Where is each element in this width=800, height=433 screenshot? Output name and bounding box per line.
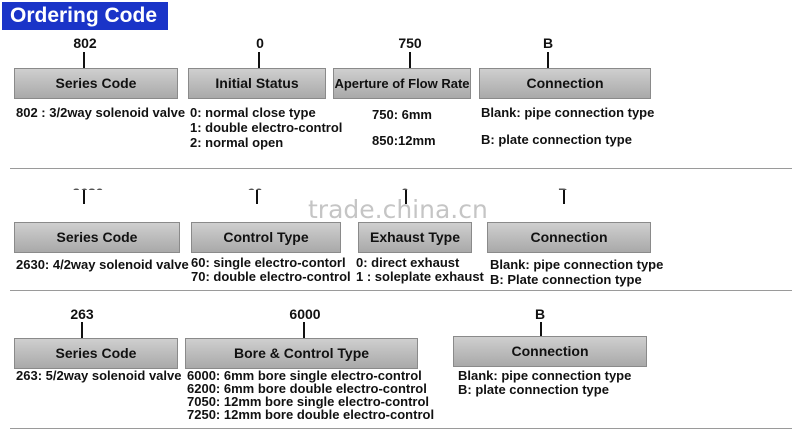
series-code-header: Series Code bbox=[14, 338, 178, 369]
section-divider bbox=[10, 428, 792, 429]
code-connector bbox=[83, 190, 85, 204]
exhaust-type-value: 0 bbox=[390, 185, 420, 190]
bore-control-value: 6000 bbox=[289, 306, 321, 322]
section-divider bbox=[10, 168, 792, 169]
series-code-value: 802 bbox=[73, 35, 97, 51]
bore-option: 6200: 6mm bore double electro-control bbox=[187, 381, 427, 396]
control-type-value: 60 bbox=[230, 185, 280, 190]
bore-option: 6000: 6mm bore single electro-control bbox=[187, 368, 422, 383]
series-description: 2630: 4/2way solenoid valve bbox=[16, 257, 189, 272]
connection-value: B bbox=[542, 35, 554, 51]
status-option: 2: normal open bbox=[190, 135, 284, 150]
code-connector bbox=[303, 322, 305, 338]
connection-option: Blank: pipe connection type bbox=[490, 257, 664, 272]
series-code-value: 263 bbox=[70, 306, 94, 322]
connection-option: B: Plate connection type bbox=[490, 272, 642, 287]
clipped-code-row: 2630 60 0 B bbox=[0, 176, 800, 190]
series-code-header: Series Code bbox=[14, 68, 178, 99]
connection-option: Blank: pipe connection type bbox=[458, 368, 632, 383]
code-connector bbox=[563, 190, 565, 204]
series-description: 802 : 3/2way solenoid valve bbox=[16, 105, 186, 120]
control-option: 60: single electro-contorl bbox=[191, 255, 346, 270]
aperture-option: 850:12mm bbox=[372, 133, 436, 148]
exhaust-option: 0: direct exhaust bbox=[356, 255, 460, 270]
aperture-option: 750: 6mm bbox=[372, 107, 432, 122]
code-connector bbox=[83, 52, 85, 68]
control-option: 70: double electro-control bbox=[191, 269, 351, 284]
code-connector bbox=[81, 322, 83, 338]
code-connector bbox=[409, 52, 411, 68]
code-connector bbox=[405, 190, 407, 204]
code-connector bbox=[258, 52, 260, 68]
series-code-value: 2630 bbox=[58, 185, 118, 190]
connection-option: Blank: pipe connection type bbox=[481, 105, 655, 120]
status-option: 0: normal close type bbox=[190, 105, 316, 120]
initial-status-header: Initial Status bbox=[188, 68, 326, 99]
code-connector bbox=[540, 322, 542, 338]
connection-value: B bbox=[548, 185, 578, 190]
aperture-header: Aperture of Flow Rate bbox=[333, 68, 471, 99]
connection-option: B: plate connection type bbox=[458, 382, 609, 397]
page-title: Ordering Code bbox=[2, 2, 168, 30]
bore-option: 7050: 12mm bore single electro-control bbox=[187, 394, 430, 409]
control-type-header: Control Type bbox=[191, 222, 341, 253]
watermark-text: trade.china.cn bbox=[308, 195, 488, 224]
connection-header: Connection bbox=[453, 336, 647, 367]
exhaust-option: 1 : soleplate exhaust bbox=[356, 269, 484, 284]
connection-value: B bbox=[534, 306, 546, 322]
code-connector bbox=[547, 52, 549, 68]
code-connector bbox=[256, 190, 258, 204]
aperture-value: 750 bbox=[398, 35, 422, 51]
bore-option: 7250: 12mm bore double electro-control bbox=[187, 407, 435, 422]
connection-option: B: plate connection type bbox=[481, 132, 632, 147]
connection-header: Connection bbox=[487, 222, 651, 253]
exhaust-type-header: Exhaust Type bbox=[358, 222, 472, 253]
bore-control-header: Bore & Control Type bbox=[185, 338, 418, 369]
initial-status-value: 0 bbox=[256, 35, 264, 51]
status-option: 1: double electro-control bbox=[190, 120, 343, 135]
series-code-header: Series Code bbox=[14, 222, 180, 253]
connection-header: Connection bbox=[479, 68, 651, 99]
series-description: 263: 5/2way solenoid valve bbox=[16, 368, 182, 383]
section-divider bbox=[10, 290, 792, 291]
